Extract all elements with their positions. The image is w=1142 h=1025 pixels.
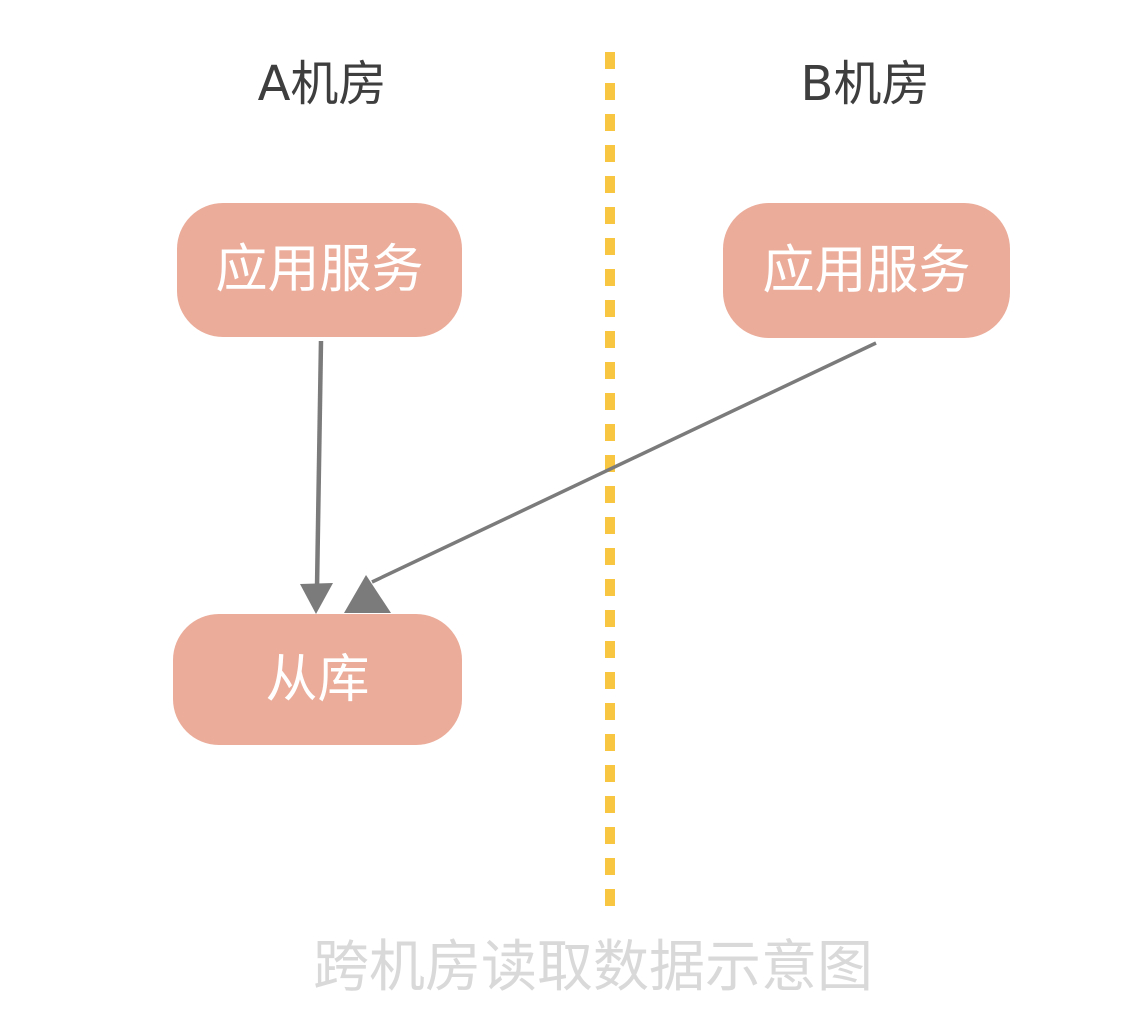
- arrow-app-b-to-slave-head-icon: [344, 575, 391, 613]
- node-app-service-a: 应用服务: [177, 203, 462, 337]
- node-app-service-a-label: 应用服务: [215, 240, 424, 300]
- zone-label-datacenter-a: A机房: [257, 56, 387, 112]
- node-app-service-b-label: 应用服务: [762, 240, 971, 301]
- diagram-title: 跨机房读取数据示意图: [313, 935, 873, 1000]
- node-slave-db-label: 从库: [265, 649, 370, 710]
- arrow-app-a-to-slave-line: [314, 340, 324, 589]
- node-slave-db: 从库: [173, 614, 462, 745]
- zone-label-datacenter-b: B机房: [800, 56, 930, 112]
- arrow-app-b-to-slave-line: [371, 341, 877, 584]
- node-app-service-b: 应用服务: [723, 203, 1010, 338]
- arrow-app-a-to-slave-head-icon: [300, 583, 333, 614]
